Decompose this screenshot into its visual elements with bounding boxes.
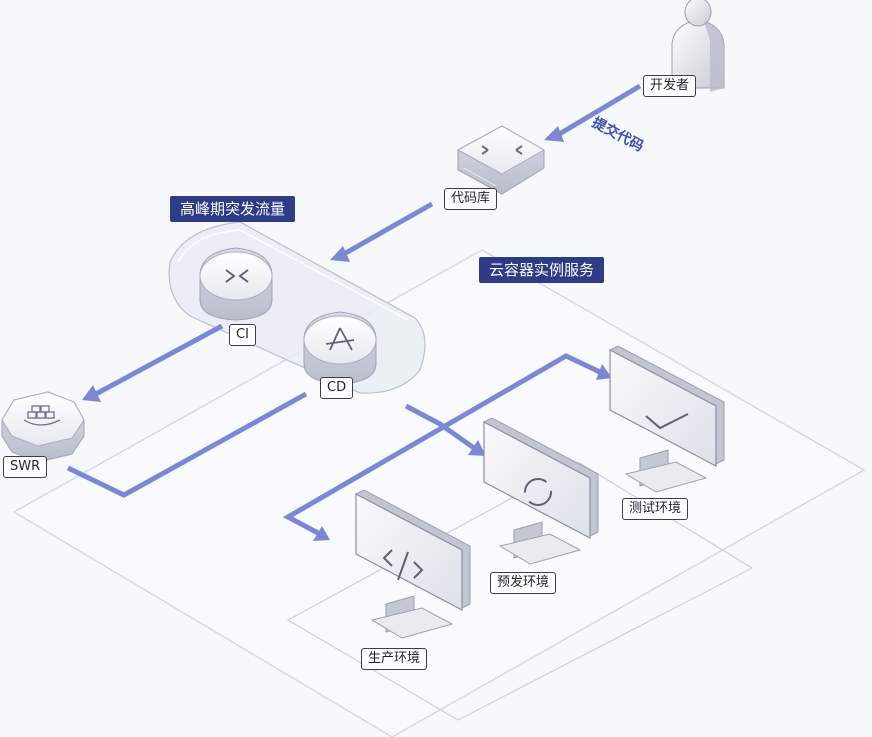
cci-platform-outline (12, 249, 866, 737)
test-env-monitor-icon (609, 345, 725, 493)
arrow-cd-to-test-and-prod (282, 353, 602, 536)
developer-label: 开发者 (643, 75, 697, 97)
repository-label: 代码库 (444, 188, 498, 210)
cd-device-icon (303, 311, 377, 385)
cd-label: CD (320, 377, 354, 399)
burst-traffic-tag: 高峰期突发流量 (170, 196, 296, 222)
arrowhead-staging (468, 440, 486, 456)
arrow-ci-to-swr (92, 323, 224, 398)
developer-icon (671, 0, 725, 92)
environment-area-outline (286, 461, 754, 721)
test-env-label: 测试环境 (622, 498, 689, 520)
ci-label: CI (229, 324, 256, 346)
arrow-cd-to-staging (404, 403, 476, 451)
arrowhead-ci (330, 246, 350, 262)
cci-service-tag: 云容器实例服务 (479, 257, 605, 283)
staging-env-monitor-icon (483, 417, 599, 565)
ci-device-icon (199, 247, 273, 321)
swr-registry-icon (1, 391, 85, 463)
repository-device-icon (456, 125, 546, 195)
prod-env-label: 生产环境 (361, 648, 428, 670)
prod-env-monitor-icon (355, 489, 471, 639)
arrowhead-commit (544, 126, 564, 142)
arrow-repo-to-ci (340, 201, 434, 258)
arrowhead-prod (313, 526, 330, 541)
arrowhead-test (596, 364, 612, 380)
arrowhead-swr (82, 385, 101, 402)
line-swr-to-cd (66, 391, 308, 498)
staging-env-label: 预发环境 (490, 572, 557, 594)
swr-label: SWR (3, 456, 48, 478)
arrow-commit-code (554, 83, 642, 139)
